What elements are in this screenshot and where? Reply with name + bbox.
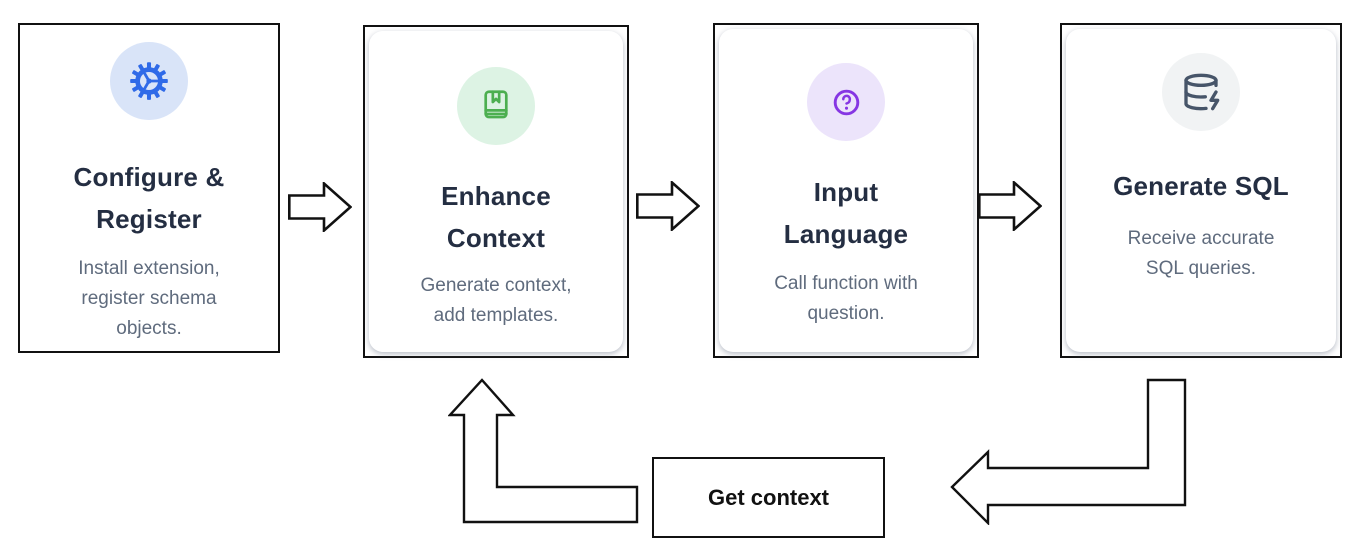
step-title-line: Register [96, 204, 202, 234]
step-title-line: Enhance [441, 181, 551, 211]
step-description-line: Install extension, [78, 258, 220, 279]
get-context-box: Get context [652, 457, 885, 538]
gear-icon-badge [110, 42, 188, 120]
step-description: Generate context, add templates. [420, 271, 571, 331]
get-context-label: Get context [707, 484, 830, 510]
database-zap-icon [1181, 72, 1221, 112]
right-arrow-2 [635, 179, 701, 236]
step-description-line: Generate context, [420, 275, 572, 296]
step-description: Install extension, register schema objec… [78, 254, 220, 344]
step-card-configure-register: Configure & Register Install extension, … [18, 23, 280, 353]
step-card-input-language: Input Language Call function with questi… [713, 23, 979, 358]
step-description: Receive accurate SQL queries. [1128, 224, 1275, 284]
step-description: Call function with question. [774, 269, 918, 329]
step-title: Input Language [784, 171, 908, 255]
step-description-line: register schema [81, 288, 217, 309]
book-bookmark-icon [477, 87, 515, 125]
step-card-enhance-context: Enhance Context Generate context, add te… [363, 25, 629, 358]
right-arrow-1 [287, 180, 353, 237]
book-icon-badge [457, 67, 535, 145]
step-description-line: objects. [116, 318, 182, 339]
step-title-line: Generate SQL [1113, 171, 1289, 201]
step-title: Generate SQL [1113, 165, 1289, 207]
question-icon-badge [807, 63, 885, 141]
question-circle-icon [829, 85, 864, 120]
database-icon-badge [1162, 53, 1240, 131]
step-description-line: add templates. [433, 305, 559, 326]
loop-left-arrow [950, 378, 1187, 530]
step-description-line: SQL queries. [1145, 258, 1257, 279]
step-card-generate-sql: Generate SQL Receive accurate SQL querie… [1060, 23, 1342, 358]
step-title-line: Configure & [73, 162, 225, 192]
step-title: Enhance Context [441, 175, 551, 259]
step-title-line: Input [813, 177, 879, 207]
gear-icon [128, 60, 170, 102]
step-description-line: Receive accurate [1127, 228, 1275, 249]
step-title: Configure & Register [74, 156, 225, 240]
step-title-line: Context [446, 223, 546, 253]
step-description-line: Call function with [774, 273, 918, 294]
step-description-line: question. [807, 303, 885, 324]
step-title-line: Language [783, 219, 909, 249]
loop-up-arrow [447, 378, 639, 530]
right-arrow-3 [977, 179, 1043, 236]
